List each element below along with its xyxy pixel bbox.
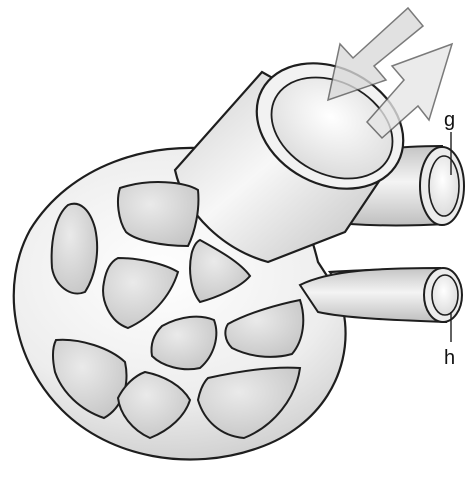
label-h: h [444, 347, 455, 369]
label-g: g [444, 109, 455, 131]
cavity [52, 204, 98, 294]
